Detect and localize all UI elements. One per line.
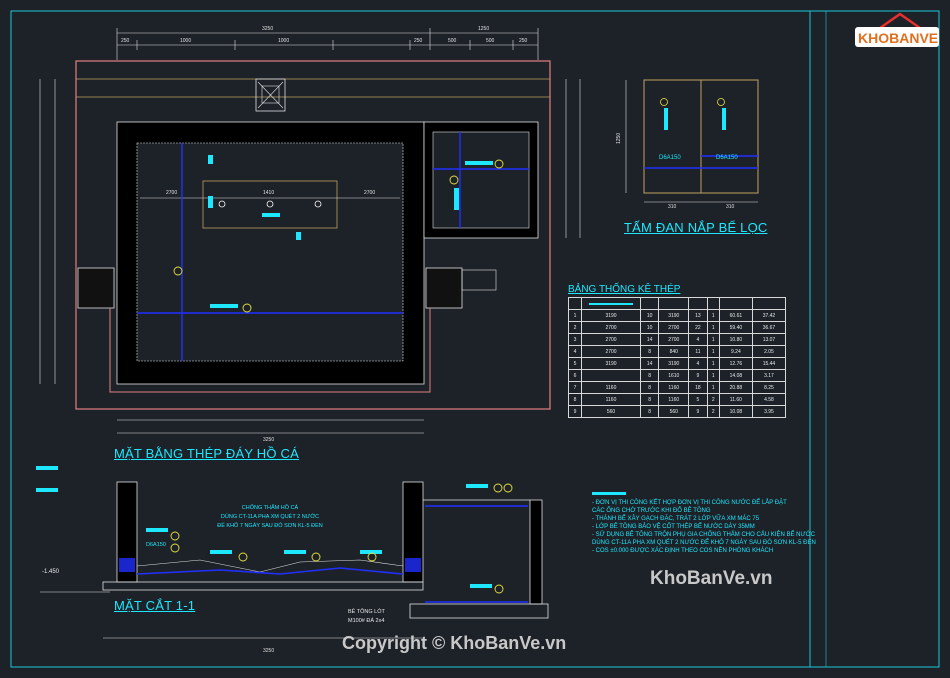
dim-inner-left: 2700 (166, 190, 177, 196)
general-notes: - ĐƠN VỊ THI CÔNG KẾT HỢP ĐƠN VỊ THI CÔN… (592, 492, 816, 555)
brand-logo-text: KHOBANVE (858, 30, 939, 46)
table-title: BẢNG THỐNG KÊ THÉP (568, 284, 681, 295)
lid-label-2: D6A150 (716, 155, 738, 161)
copyright-watermark: Copyright © KhoBanVe.vn (342, 633, 567, 653)
dim-top-right: 1250 (478, 26, 489, 32)
section-note-1: CHỐNG THẤM HỒ CÁ (242, 504, 299, 511)
section-note-2: DÙNG CT-11A PHA XM QUÉT 2 NƯỚC (221, 513, 319, 520)
dim-inner-1410: 1410 (263, 190, 274, 196)
note-line: - ĐƠN VỊ THI CÔNG KẾT HỢP ĐƠN VỊ THI CÔN… (592, 500, 787, 506)
note-line: CÁC ỐNG CHỜ TRƯỚC KHI ĐỔ BÊ TÔNG (592, 508, 711, 514)
site-watermark: KhoBanVe.vn (650, 568, 773, 589)
lean-concrete-label: BÊ TÔNG LÓT (348, 607, 386, 615)
dim-bottom-total: 3250 (263, 437, 274, 443)
brand-logo (855, 12, 939, 47)
note-line: - THÀNH BỂ XÂY GẠCH ĐẶC, TRÁT 2 LỚP VỮA … (592, 516, 760, 522)
note-line: - COS ±0.000 ĐƯỢC XÁC ĐỊNH THEO COS NỀN … (592, 548, 774, 554)
dim-lid-w2: 310 (726, 204, 735, 210)
section-view (36, 466, 549, 639)
dim-top-d: 250 (414, 38, 423, 44)
section-title: MẶT CẮT 1-1 (114, 598, 196, 613)
dim-top-b: 1000 (180, 38, 191, 44)
note-line: - LỚP BÊ TÔNG BẢO VỆ CỐT THÉP BỂ NƯỚC DÀ… (592, 524, 755, 530)
note-line: - SỬ DỤNG BÊ TÔNG TRỘN PHỤ GIA CHỐNG THẤ… (592, 532, 816, 538)
lid-title: TẤM ĐAN NẮP BỂ LỌC (624, 220, 768, 235)
lid-plan (625, 79, 759, 203)
dim-top-a: 250 (121, 38, 130, 44)
dim-lid-w1: 310 (668, 204, 677, 210)
section-rebar-label: D6A150 (146, 542, 166, 548)
note-line: DÙNG CT-11A PHA XM QUÉT 2 NƯỚC ĐỂ KHÔ 7 … (592, 540, 816, 546)
plan-title: MẶT BẰNG THÉP ĐÁY HỒ CÁ (114, 446, 299, 461)
dim-top-total: 3250 (262, 26, 273, 32)
table-header-row (568, 297, 787, 310)
dim-section-total: 3250 (263, 648, 274, 654)
level-mark: -1.450 (42, 569, 60, 575)
dim-inner-right: 2700 (364, 190, 375, 196)
dim-top-c: 1000 (278, 38, 289, 44)
plan-view (39, 28, 581, 434)
dim-top-e: 500 (448, 38, 457, 44)
dim-lid-h: 1250 (616, 133, 622, 144)
sheet-frame (10, 10, 940, 668)
lean-concrete-spec: M100# ĐÁ 2x4 (348, 617, 384, 624)
lid-label-1: D6A150 (659, 155, 681, 161)
dim-top-g: 250 (519, 38, 528, 44)
dim-top-f: 500 (486, 38, 495, 44)
section-note-3: ĐỂ KHÔ 7 NGÀY SAU ĐÓ SƠN KL-5 ĐEN (217, 522, 323, 529)
